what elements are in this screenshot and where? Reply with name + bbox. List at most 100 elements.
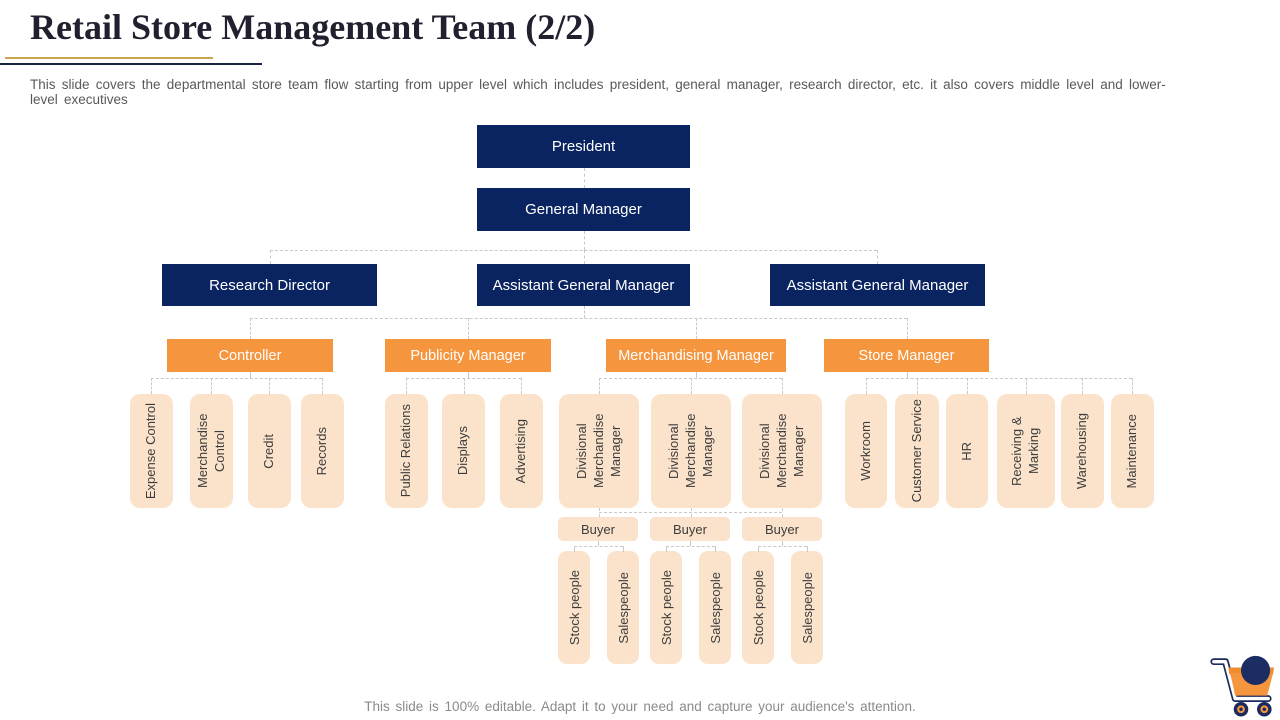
org-label: Workroom [857,421,873,481]
connector-line [599,508,600,517]
connector-line [782,541,783,546]
org-box-displays: Displays [442,394,485,508]
org-label: Divisional Merchandise Manager [665,413,715,489]
connector-line [696,318,697,339]
connector-line [782,508,783,517]
org-box-salespeople-2: Salespeople [699,551,731,664]
org-box-records: Records [301,394,344,508]
connector-line [468,372,469,378]
connector-line [584,306,585,318]
org-box-buyer-1: Buyer [558,517,638,541]
org-label: Maintenance [1124,413,1140,489]
connector-line [917,378,918,394]
org-label: Credit [261,433,277,469]
org-box-divisional-merchandise-manager-1: Divisional Merchandise Manager [559,394,639,508]
org-box-merchandise-control: Merchandise Control [190,394,233,508]
org-box-salespeople-3: Salespeople [791,551,823,664]
connector-line [584,168,585,188]
org-box-expense-control: Expense Control [130,394,173,508]
org-box-hr: HR [946,394,988,508]
connector-line [211,378,212,394]
org-box-workroom: Workroom [845,394,887,508]
org-box-public-relations: Public Relations [385,394,428,508]
connector-line [599,378,600,394]
connector-line [584,231,585,250]
connector-line [521,378,522,394]
org-label: Expense Control [143,402,159,500]
org-label: HR [958,441,974,461]
org-box-buyer-3: Buyer [742,517,822,541]
org-box-controller: Controller [167,339,333,372]
slide-description: This slide covers the departmental store… [30,77,1166,107]
connector-line [468,318,469,339]
org-box-store-manager: Store Manager [824,339,989,372]
connector-line [250,318,251,339]
org-box-general-manager: General Manager [477,188,690,231]
org-label: Salespeople [615,571,631,644]
org-box-stock-people-1: Stock people [558,551,590,664]
org-box-salespeople-1: Salespeople [607,551,639,664]
connector-line [1082,378,1083,394]
org-box-divisional-merchandise-manager-2: Divisional Merchandise Manager [651,394,731,508]
connector-line [691,508,692,517]
org-label: Records [314,426,330,476]
connector-line [967,378,968,394]
connector-line [269,378,270,394]
connector-line [690,541,691,546]
org-label: Stock people [750,569,766,646]
org-box-president: President [477,125,690,168]
connector-line [250,372,251,378]
connector-line [250,318,907,319]
org-label: Merchandise Control [194,413,227,489]
org-box-research-director: Research Director [162,264,377,306]
connector-line [406,378,407,394]
connector-line [599,378,782,379]
org-label: Receiving & Marking [1009,416,1041,486]
connector-line [598,541,599,546]
org-box-receiving-marking: Receiving & Marking [997,394,1055,508]
connector-line [270,250,271,264]
connector-line [584,250,585,264]
org-box-assistant-gm-1: Assistant General Manager [477,264,690,306]
connector-line [623,546,624,552]
connector-line [151,378,152,394]
connector-line [866,378,867,394]
org-box-credit: Credit [248,394,291,508]
connector-line [691,378,692,394]
connector-line [907,318,908,339]
shopping-cart-icon [1203,650,1279,720]
org-box-warehousing: Warehousing [1061,394,1104,508]
org-label: Public Relations [398,404,414,498]
title-underline-gold [5,57,213,59]
org-label: Displays [455,426,471,476]
connector-line [907,372,908,378]
org-box-divisional-merchandise-manager-3: Divisional Merchandise Manager [742,394,822,508]
slide-footer: This slide is 100% editable. Adapt it to… [364,699,916,714]
org-label: Advertising [513,418,529,484]
connector-line [574,546,575,552]
org-label: Stock people [658,569,674,646]
org-label: Divisional Merchandise Manager [756,413,806,489]
connector-line [758,546,759,552]
connector-line [696,372,697,378]
connector-line [322,378,323,394]
org-box-publicity-manager: Publicity Manager [385,339,551,372]
connector-line [866,378,1132,379]
connector-line [464,378,465,394]
connector-line [1026,378,1027,394]
org-label: Salespeople [707,571,723,644]
org-label: Stock people [566,569,582,646]
org-box-stock-people-2: Stock people [650,551,682,664]
connector-line [666,546,715,547]
connector-line [406,378,521,379]
org-box-merchandising-manager: Merchandising Manager [606,339,786,372]
org-box-stock-people-3: Stock people [742,551,774,664]
connector-line [758,546,807,547]
connector-line [715,546,716,552]
connector-line [782,378,783,394]
connector-line [1132,378,1133,394]
org-label: Divisional Merchandise Manager [573,413,623,489]
connector-line [877,250,878,264]
connector-line [574,546,623,547]
